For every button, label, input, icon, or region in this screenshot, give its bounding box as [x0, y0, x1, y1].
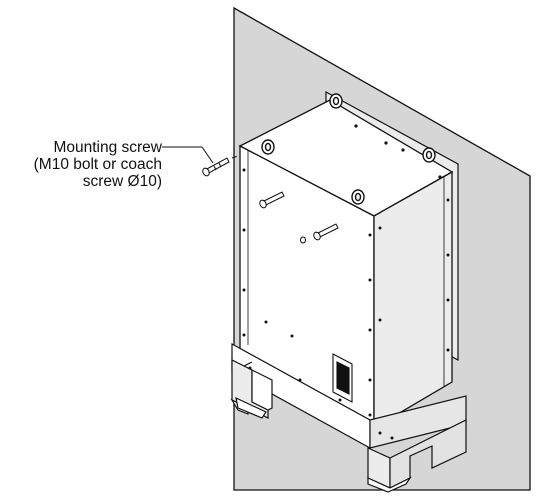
- lifting-eye-bolt: [329, 93, 343, 109]
- side-rivets: [378, 198, 450, 352]
- callout-line-3: screw Ø10): [82, 173, 162, 190]
- plinth-rivets: [248, 366, 394, 440]
- callout-leader-line-diag: [201, 146, 214, 164]
- loose-mounting-screw: [202, 157, 230, 177]
- right-foot: [367, 419, 467, 493]
- enclosure-side-face: [373, 170, 453, 430]
- lifting-eye-bolt: [351, 189, 365, 205]
- callout-line-2: (M10 bolt or coach: [33, 156, 162, 173]
- left-foot: [230, 359, 273, 419]
- mounting-screw: [313, 223, 339, 241]
- lifting-eye-bolt: [261, 139, 275, 155]
- callout-line-1: Mounting screw: [53, 139, 162, 156]
- mounting-screw-callout: Mounting screw (M10 bolt or coach screw …: [34, 139, 162, 190]
- top-face-holes: [354, 124, 442, 179]
- access-panel: [332, 353, 353, 403]
- mounting-screw: [259, 191, 285, 209]
- front-rivets: [242, 168, 372, 417]
- lifting-eye-bolt: [422, 147, 436, 163]
- front-hole: [300, 236, 306, 244]
